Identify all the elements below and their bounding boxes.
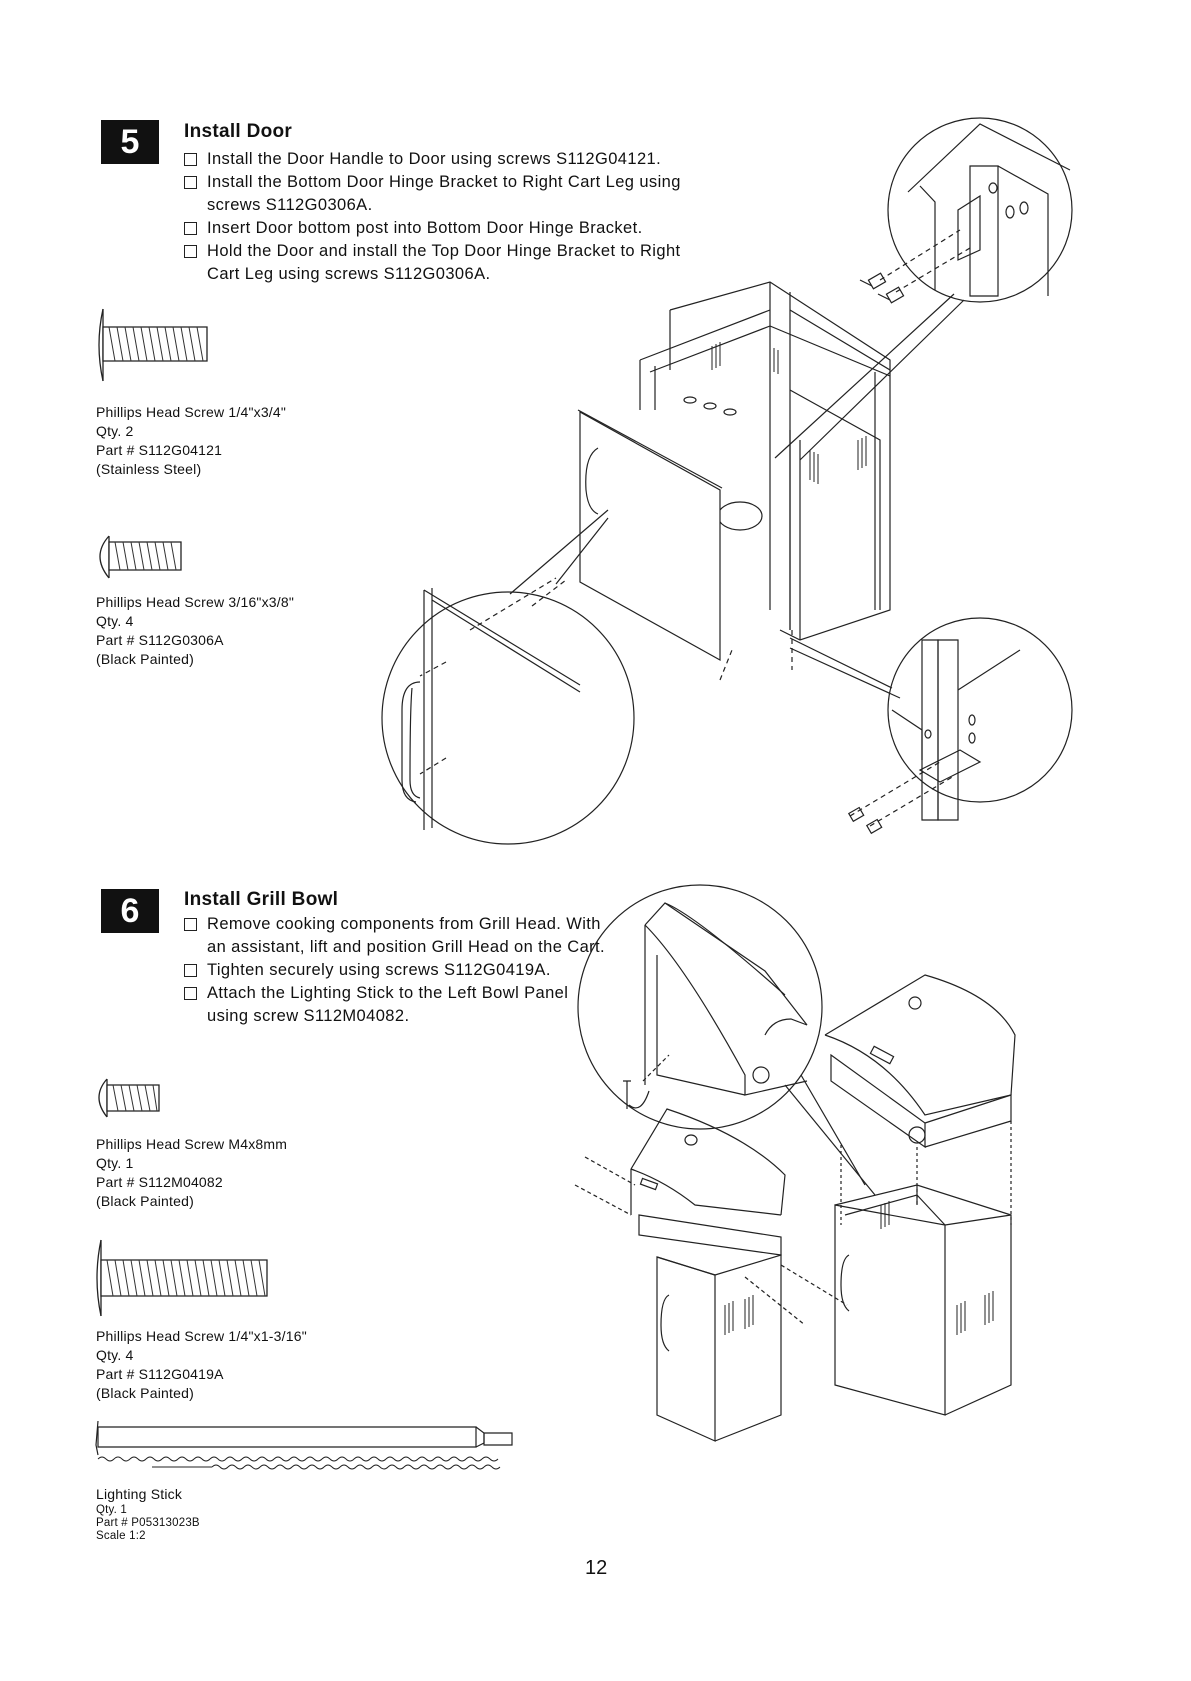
instruction-list: Install the Door Handle to Door using sc… (184, 148, 744, 286)
part-info: Phillips Head Screw 1/4"x1-3/16" Qty. 4 … (96, 1328, 307, 1401)
instruction-item: Remove cooking components from Grill Hea… (184, 913, 614, 959)
instruction-item: Attach the Lighting Stick to the Left Bo… (184, 982, 614, 1028)
screw-illustration (95, 305, 225, 385)
checkbox-icon[interactable] (184, 153, 197, 166)
step-title: Install Grill Bowl (184, 889, 339, 910)
step-number-badge: 5 (101, 120, 159, 164)
hinge-detail-circle (888, 118, 1072, 302)
instruction-item: Install the Bottom Door Hinge Bracket to… (184, 171, 704, 217)
checkbox-icon[interactable] (184, 964, 197, 977)
screw-icon (860, 273, 886, 289)
step-number-badge: 6 (101, 889, 159, 933)
instruction-item: Tighten securely using screws S112G0419A… (184, 959, 614, 982)
part-info: Phillips Head Screw 3/16"x3/8" Qty. 4 Pa… (96, 594, 295, 667)
screw-illustration (95, 1077, 165, 1119)
part-info: Lighting Stick Qty. 1 Part # P05313023B … (96, 1486, 200, 1542)
page-number: 12 (585, 1557, 608, 1579)
handle-detail-circle (382, 592, 634, 844)
lighting-stick-illustration (92, 1415, 522, 1475)
checkbox-icon[interactable] (184, 987, 197, 1000)
part-info: Phillips Head Screw 1/4"x3/4" Qty. 2 Par… (96, 404, 287, 477)
checkbox-icon[interactable] (184, 222, 197, 235)
screw-icon (867, 820, 882, 834)
screw-illustration (95, 534, 185, 582)
instruction-item: Install the Door Handle to Door using sc… (184, 148, 744, 171)
bottom-bracket-detail-circle (888, 618, 1072, 802)
screw-icon (878, 287, 904, 303)
instruction-item: Insert Door bottom post into Bottom Door… (184, 217, 744, 240)
lighting-stick-detail-circle (578, 885, 822, 1129)
instruction-list: Remove cooking components from Grill Hea… (184, 913, 614, 1028)
part-info: Phillips Head Screw M4x8mm Qty. 1 Part #… (96, 1136, 288, 1209)
checkbox-icon[interactable] (184, 918, 197, 931)
grill-bowl-illustration (545, 885, 1105, 1505)
cart-door-illustration (380, 110, 1100, 840)
screw-illustration (95, 1236, 275, 1320)
checkbox-icon[interactable] (184, 245, 197, 258)
instruction-item: Hold the Door and install the Top Door H… (184, 240, 704, 286)
step-title: Install Door (184, 121, 293, 142)
checkbox-icon[interactable] (184, 176, 197, 189)
screw-icon (849, 808, 864, 822)
